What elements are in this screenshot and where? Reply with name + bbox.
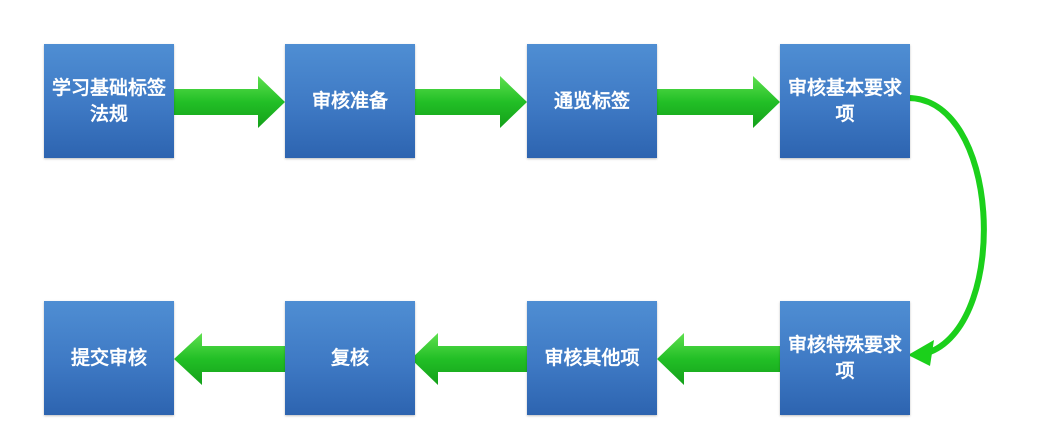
step-box-3: 通览标签: [527, 44, 657, 158]
arrow-left-1: [657, 333, 780, 385]
step-box-6: 审核其他项: [527, 301, 657, 415]
arrow-left-3: [174, 333, 285, 385]
curved-connector: [903, 94, 987, 355]
step-box-5: 审核特殊要求项: [780, 301, 910, 415]
arrow-right-1: [174, 76, 285, 128]
arrow-left-2: [411, 333, 527, 385]
step-label-1: 学习基础标签法规: [51, 77, 166, 125]
arrow-right-2: [414, 76, 527, 128]
step-box-1: 学习基础标签法规: [44, 44, 174, 158]
step-box-8: 提交审核: [44, 301, 174, 415]
step-label-8: 提交审核: [70, 347, 147, 369]
step-label-5: 审核特殊要求项: [787, 334, 902, 382]
step-box-4: 审核基本要求项: [780, 44, 910, 158]
curved-arrowhead: [908, 340, 934, 366]
step-label-6: 审核其他项: [544, 347, 640, 369]
step-box-7: 复核: [285, 301, 415, 415]
step-box-2: 审核准备: [285, 44, 415, 158]
step-label-3: 通览标签: [553, 90, 630, 112]
step-label-4: 审核基本要求项: [787, 77, 902, 125]
arrow-right-3: [657, 76, 780, 128]
step-label-7: 复核: [330, 347, 369, 369]
step-label-2: 审核准备: [311, 90, 388, 112]
